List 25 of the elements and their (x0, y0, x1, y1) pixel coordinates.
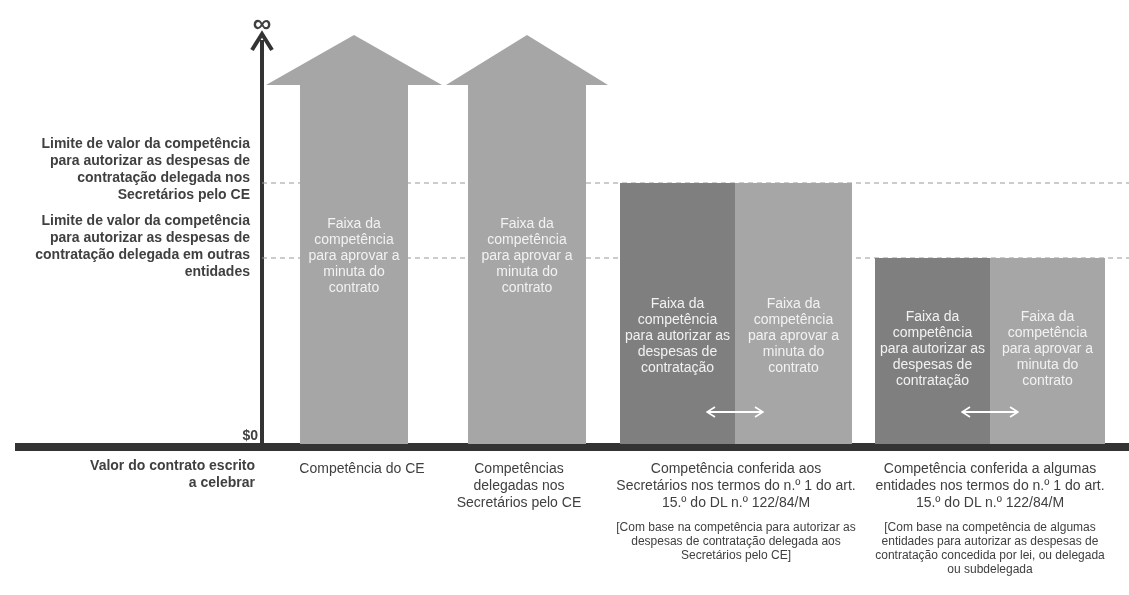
bar-label: Faixa da competência para aprovar a minuta do contrato (480, 215, 574, 295)
bar-label: Faixa da competência para aprovar a minuta do contrato (746, 295, 841, 375)
bar (990, 258, 1105, 444)
category-label: Competências delegadas nos Secretários pelo CE (455, 460, 583, 511)
axis-label: $0 (241, 427, 258, 444)
category-note: [Com base na competência para autorizar as despesas de contratação delegada aos Secretários pelo CE] (616, 520, 856, 562)
upward-arrow-bar (446, 35, 608, 444)
infinity-symbol: ∞ (251, 8, 273, 39)
double-arrow (706, 406, 764, 418)
bar-label: Faixa da competência para aprovar a minuta do contrato (1000, 308, 1095, 388)
bar-label: Faixa da competência para autorizar as despesas de contratação (624, 295, 731, 375)
axis-label: Limite de valor da competência para autorizar as despesas de contratação delegada nos Secretários pelo CE (40, 135, 250, 203)
category-note: [Com base na competência de algumas entidades para autorizar as despesas de contratação concedida por lei, ou delegada ou subdelegada (874, 520, 1106, 576)
double-arrow (961, 406, 1019, 418)
bar (735, 183, 852, 444)
axis-label: Limite de valor da competência para autorizar as despesas de contratação delegada em outras entidades (34, 212, 250, 280)
category-label: Competência do CE (298, 460, 426, 477)
category-label: Competência conferida aos Secretários nos termos do n.º 1 do art. 15.º do DL n.º 122/84/M (616, 460, 856, 511)
category-label: Competência conferida a algumas entidades nos termos do n.º 1 do art. 15.º do DL n.º 122/84/M (874, 460, 1106, 511)
upward-arrow-bar (266, 35, 442, 444)
bar (875, 258, 990, 444)
bar (620, 183, 735, 444)
bar-label: Faixa da competência para aprovar a minuta do contrato (307, 215, 401, 295)
axis-title: Valor do contrato escrito a celebrar (89, 457, 255, 491)
bar-label: Faixa da competência para autorizar as despesas de contratação (879, 308, 986, 388)
